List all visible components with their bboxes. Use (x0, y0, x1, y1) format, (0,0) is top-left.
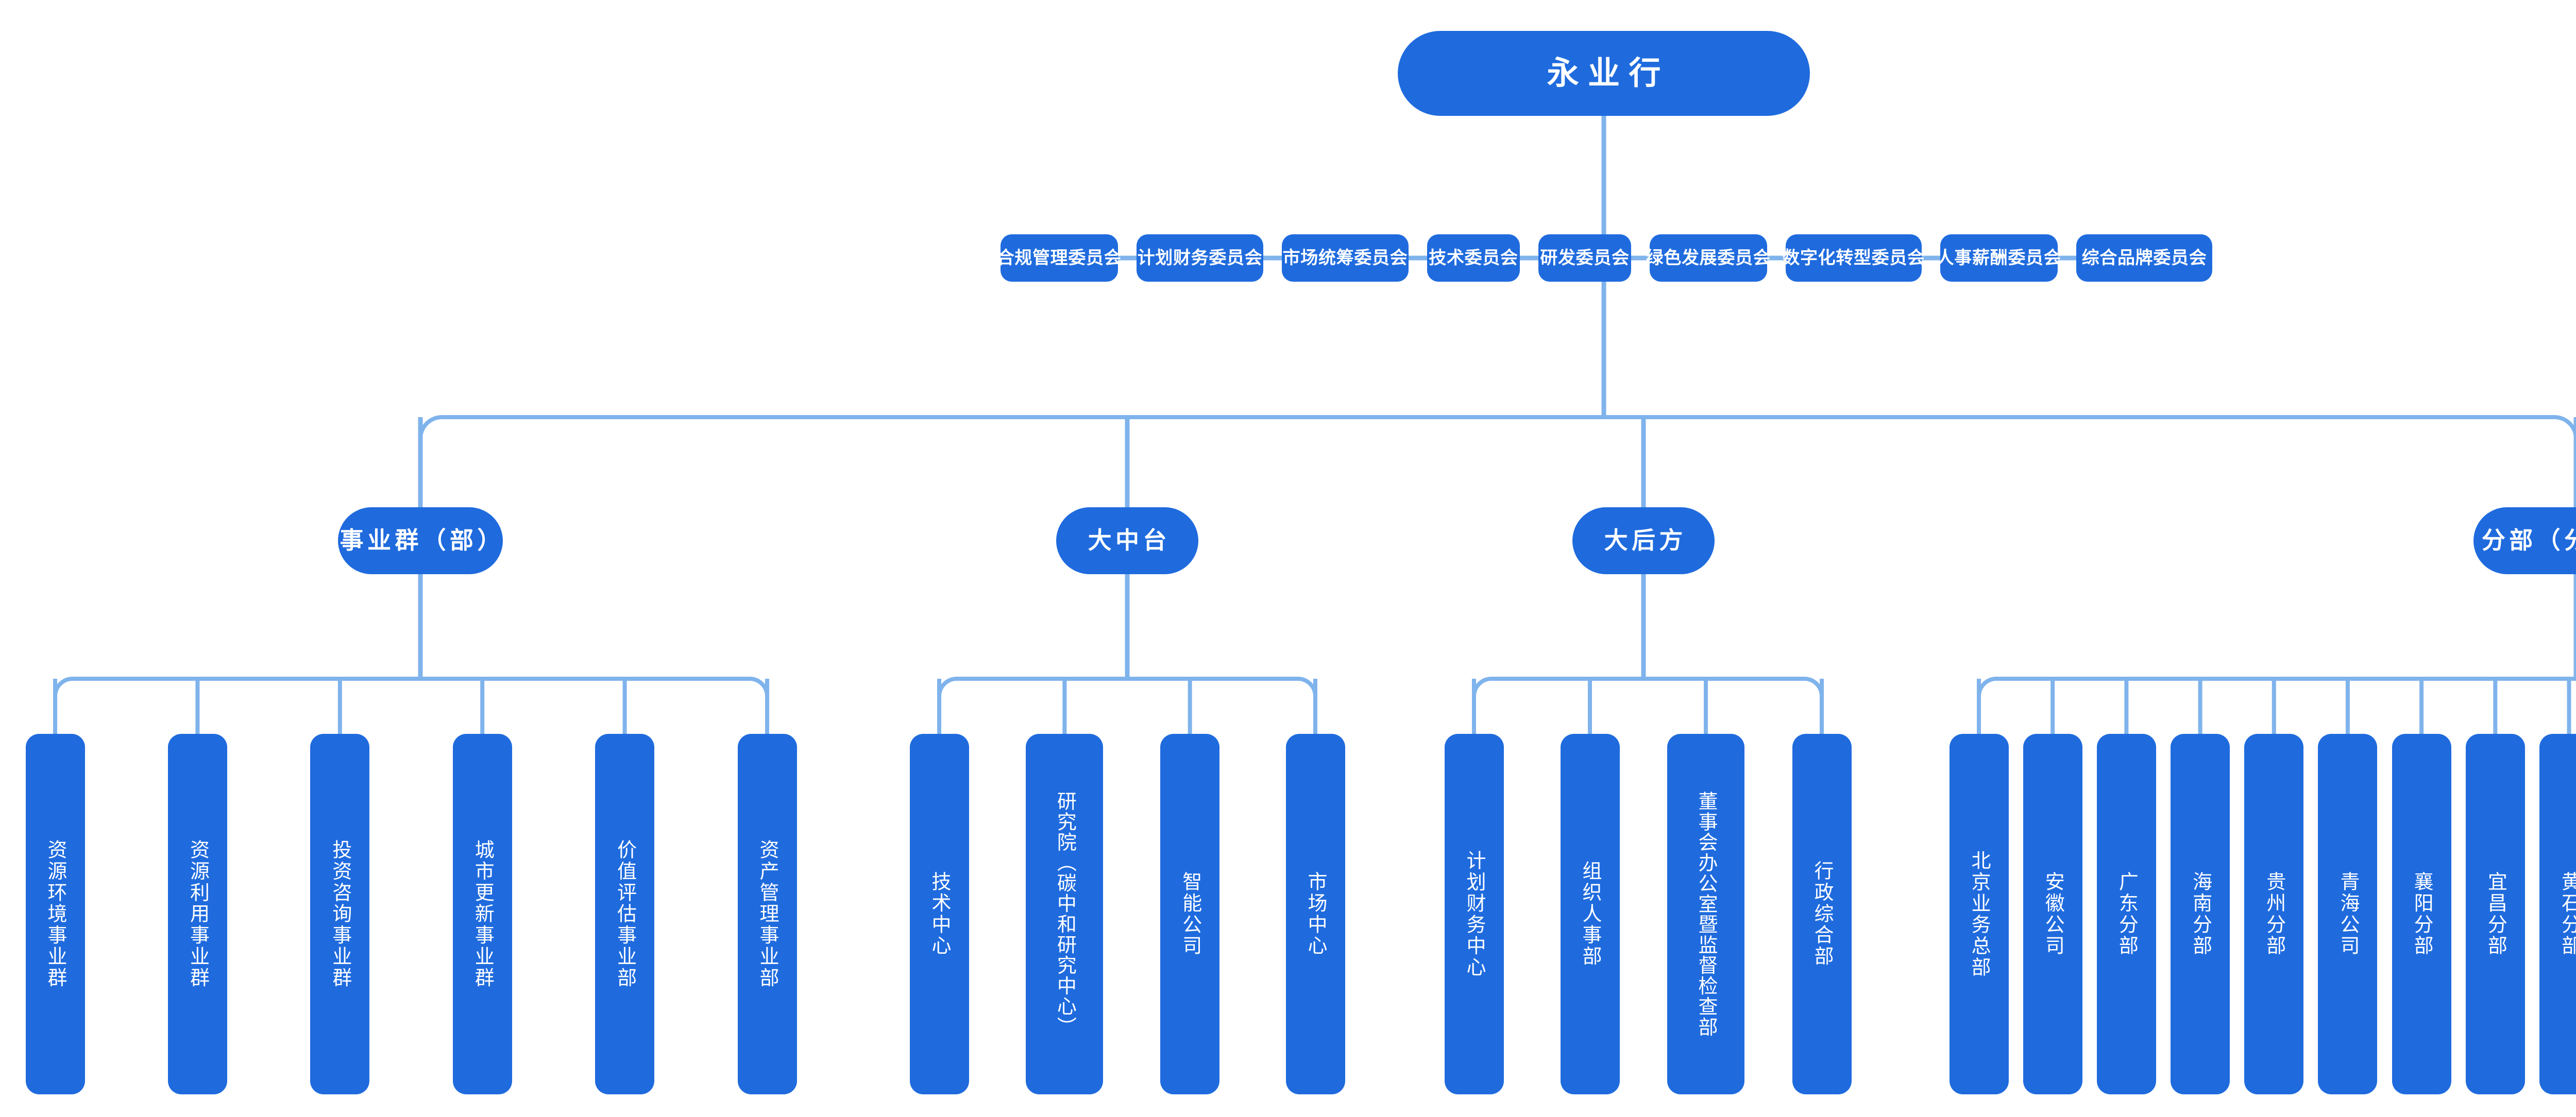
leaf-label: 贵州分部 (2263, 871, 2285, 957)
leaf-node-3-4[interactable]: 贵州分部 (2244, 734, 2304, 1094)
committee-label: 人事薪酬委员会 (1936, 248, 2062, 268)
leaf-label: 资源利用事业群 (187, 839, 209, 989)
group-label: 大中台 (1088, 527, 1171, 554)
committee-node-5[interactable]: 绿色发展委员会 (1646, 234, 1771, 282)
leaf-node-2-3[interactable]: 行政综合部 (1792, 734, 1852, 1094)
leaf-node-1-0[interactable]: 技术中心 (909, 734, 969, 1094)
group-label: 事业群（部） (340, 527, 505, 554)
root-node[interactable]: 永业行 (1398, 31, 1810, 116)
leaf-label-column-left: 董事会办公室 (1695, 791, 1717, 914)
committee-node-0[interactable]: 合规管理委员会 (997, 234, 1122, 282)
leaf-node-2-0[interactable]: 计划财务中心 (1444, 734, 1504, 1094)
leaf-label: 市场中心 (1304, 871, 1327, 957)
leaf-label: 资产管理事业部 (756, 839, 778, 989)
leaf-node-3-8[interactable]: 黄石分部 (2539, 734, 2576, 1094)
leaf-node-0-3[interactable]: 城市更新事业群 (452, 734, 512, 1094)
leaf-node-0-5[interactable]: 资产管理事业部 (737, 734, 797, 1094)
leaf-label: 计划财务中心 (1463, 850, 1485, 978)
leaf-node-0-2[interactable]: 投资咨询事业群 (310, 734, 370, 1094)
group-node-3[interactable]: 分部（分公司） (2473, 507, 2576, 574)
committee-node-3[interactable]: 技术委员会 (1427, 234, 1520, 282)
leaf-label: 城市更新事业群 (471, 839, 494, 989)
leaf-node-3-0[interactable]: 北京业务总部 (1949, 734, 2009, 1094)
leaf-label: 技术中心 (928, 871, 951, 957)
root-label: 永业行 (1547, 55, 1670, 91)
leaf-label: 海南分部 (2189, 871, 2211, 957)
leaf-label: 广东分部 (2115, 871, 2138, 957)
committee-node-8[interactable]: 综合品牌委员会 (2076, 234, 2212, 282)
committee-node-4[interactable]: 研发委员会 (1538, 234, 1631, 282)
leaf-label-column-right: 暨监督检查部 (1695, 914, 1717, 1038)
leaf-node-3-3[interactable]: 海南分部 (2171, 734, 2230, 1094)
leaf-node-3-5[interactable]: 青海公司 (2318, 734, 2378, 1094)
committee-label: 数字化转型委员会 (1782, 248, 1925, 268)
leaf-label: 价值评估事业部 (614, 839, 636, 989)
group-node-1[interactable]: 大中台 (1056, 507, 1198, 574)
leaf-node-3-7[interactable]: 宜昌分部 (2465, 734, 2525, 1094)
committee-label: 综合品牌委员会 (2081, 248, 2207, 268)
committee-node-6[interactable]: 数字化转型委员会 (1782, 234, 1925, 282)
leaf-label: 北京业务总部 (1968, 850, 1990, 978)
leaf-node-3-2[interactable]: 广东分部 (2096, 734, 2156, 1094)
leaf-label: 智能公司 (1179, 871, 1201, 957)
leaf-node-0-1[interactable]: 资源利用事业群 (167, 734, 227, 1094)
leaf-node-1-3[interactable]: 市场中心 (1285, 734, 1345, 1094)
committee-label: 市场统筹委员会 (1282, 248, 1408, 268)
committee-label: 技术委员会 (1429, 248, 1518, 268)
leaf-node-3-6[interactable]: 襄阳分部 (2392, 734, 2451, 1094)
leaf-node-2-2[interactable]: 董事会办公室暨监督检查部 (1667, 734, 1744, 1094)
group-label: 分部（分公司） (2481, 527, 2576, 554)
leaf-node-1-2[interactable]: 智能公司 (1160, 734, 1220, 1094)
committee-label: 研发委员会 (1540, 248, 1630, 268)
leaf-label: 宜昌分部 (2484, 871, 2506, 957)
committee-node-7[interactable]: 人事薪酬委员会 (1937, 234, 2061, 282)
leaf-node-2-1[interactable]: 组织人事部 (1560, 734, 1620, 1094)
committee-label: 绿色发展委员会 (1646, 248, 1771, 268)
leaf-node-0-0[interactable]: 资源环境事业群 (25, 734, 85, 1094)
leaf-node-1-1[interactable]: 研究院（碳中和研究中心） (1026, 734, 1104, 1094)
leaf-label: 襄阳分部 (2411, 871, 2433, 957)
committee-label: 合规管理委员会 (996, 248, 1122, 268)
leaf-label: 安徽公司 (2042, 871, 2064, 957)
committee-node-2[interactable]: 市场统筹委员会 (1282, 234, 1409, 282)
group-node-0[interactable]: 事业群（部） (338, 507, 503, 574)
leaf-label: 资源环境事业群 (44, 839, 66, 989)
leaf-node-0-4[interactable]: 价值评估事业部 (595, 734, 655, 1094)
leaf-label: 黄石分部 (2558, 871, 2576, 957)
leaf-label: 投资咨询事业群 (329, 839, 351, 989)
committee-label: 计划财务委员会 (1137, 248, 1263, 268)
leaf-label: 行政综合部 (1811, 861, 1833, 968)
committee-node-1[interactable]: 计划财务委员会 (1137, 234, 1263, 282)
group-label: 大后方 (1604, 527, 1687, 554)
leaf-label-column-left: 研究院 (1054, 791, 1076, 853)
leaf-label-column-right: （碳中和研究中心） (1054, 852, 1076, 1038)
group-node-2[interactable]: 大后方 (1572, 507, 1715, 574)
leaf-node-3-1[interactable]: 安徽公司 (2023, 734, 2082, 1094)
leaf-label: 组织人事部 (1579, 861, 1601, 968)
leaf-label: 青海公司 (2336, 871, 2359, 957)
